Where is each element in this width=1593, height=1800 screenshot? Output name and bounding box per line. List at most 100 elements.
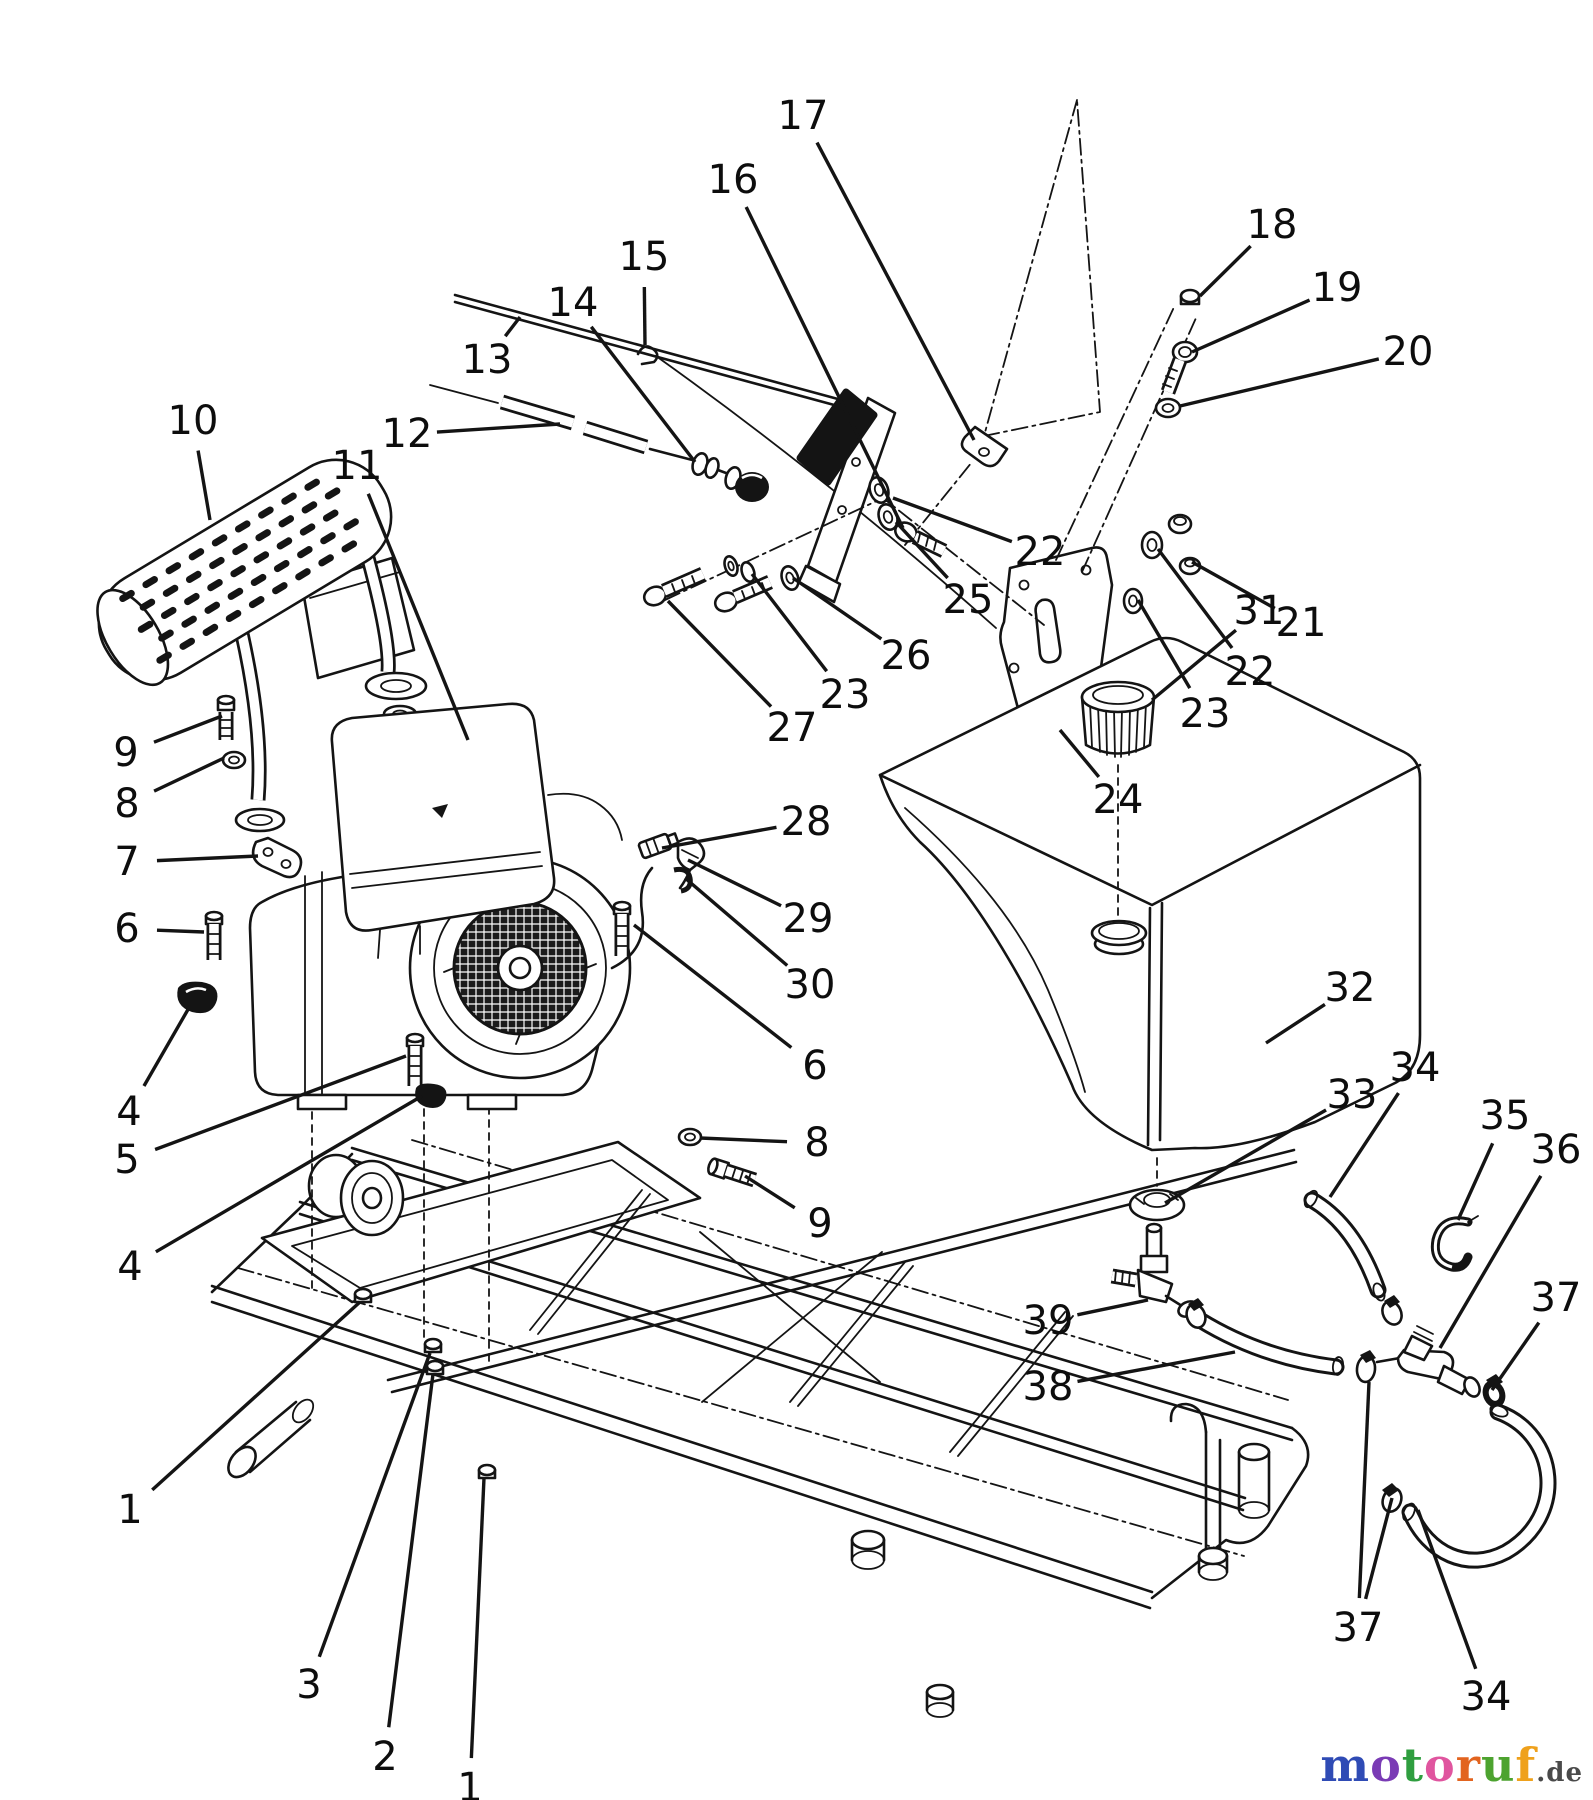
chassis-frame: [210, 1007, 1310, 1718]
washer: [723, 555, 739, 577]
throttle-controls: [429, 99, 1202, 729]
nut: [1179, 288, 1201, 306]
callout-leader: [792, 576, 883, 641]
callout-leader: [744, 206, 905, 529]
watermark-letter: o: [1370, 1738, 1402, 1792]
callout-label: 1: [457, 1765, 482, 1800]
callout-label: 20: [1383, 329, 1434, 375]
callout-label: 19: [1312, 265, 1363, 311]
callout-leader: [661, 825, 777, 850]
washer: [677, 1127, 703, 1147]
callout-leader: [750, 572, 829, 673]
callout-leader: [154, 1054, 407, 1152]
watermark-letter: f: [1515, 1738, 1537, 1792]
engine: [248, 702, 654, 1111]
fuel-tank: [878, 636, 1422, 1187]
bolt: [707, 1157, 758, 1188]
callout-leader: [1438, 1175, 1543, 1349]
callout-label: 8: [804, 1120, 829, 1166]
callout-leader: [153, 714, 223, 744]
callout-leader: [1490, 1321, 1541, 1391]
callout-label: 8: [114, 781, 139, 827]
watermark-letter: t: [1401, 1738, 1425, 1792]
washer: [1140, 530, 1164, 560]
callout-label: 26: [881, 633, 932, 679]
callout-leader: [436, 422, 561, 434]
grommet: [1128, 1188, 1186, 1222]
air-cleaner: [330, 702, 556, 932]
watermark: motoruf.de: [1320, 1738, 1583, 1792]
callout-leader: [1164, 1108, 1327, 1205]
callout-label: 23: [1180, 691, 1231, 737]
callout-leader: [687, 858, 782, 908]
callout-label: 18: [1247, 202, 1298, 248]
heat-shield-slots: [119, 478, 359, 664]
washer: [1122, 587, 1144, 615]
hose-clamp: [1185, 1298, 1207, 1329]
callout-label: 35: [1480, 1093, 1531, 1139]
callout-leader: [815, 141, 976, 441]
watermark-letter: o: [1424, 1738, 1456, 1792]
watermark-letter: m: [1320, 1738, 1371, 1792]
watermark-word: motoruf: [1320, 1738, 1536, 1792]
washer: [221, 750, 247, 770]
callout-label: 22: [1225, 649, 1276, 695]
bolt: [216, 694, 236, 740]
callout-leader: [683, 876, 789, 967]
choke-knob: [735, 472, 769, 502]
callout-label: 5: [114, 1137, 139, 1183]
fuel-cap: [1080, 680, 1156, 758]
clip: [673, 866, 693, 894]
callout-label: 36: [1531, 1127, 1582, 1173]
callout-label: 29: [783, 896, 834, 942]
y-fitting: [1396, 1325, 1481, 1398]
callout-leader: [503, 315, 522, 338]
callout-label: 34: [1390, 1045, 1441, 1091]
watermark-letter: u: [1480, 1738, 1516, 1792]
bolt: [642, 567, 706, 607]
callout-label: 7: [114, 839, 139, 885]
watermark-letter: r: [1455, 1738, 1481, 1792]
callout-label: 6: [114, 906, 139, 952]
callout-leader: [1456, 1142, 1495, 1221]
callout-label: 37: [1531, 1275, 1582, 1321]
bolt: [713, 575, 773, 613]
callout-leader: [744, 1174, 796, 1210]
callout-label: 12: [382, 411, 433, 457]
frame-nut: [423, 1337, 443, 1354]
callout-leader: [317, 1352, 432, 1658]
hose-clamp: [1355, 1350, 1377, 1384]
callout-leader: [1150, 628, 1238, 702]
callout-leader: [589, 325, 697, 464]
callout-label: 10: [168, 398, 219, 444]
callout-leader: [1416, 1509, 1478, 1670]
callout-label: 27: [767, 705, 818, 751]
callout-label: 21: [1276, 600, 1327, 646]
callout-label: 16: [708, 157, 759, 203]
bolt: [405, 1032, 425, 1086]
spring-clamp: [1430, 1215, 1479, 1272]
callout-leader: [1136, 599, 1192, 689]
callout-label: 15: [619, 234, 670, 280]
callout-label: 22: [1015, 529, 1066, 575]
rubber-cap: [415, 1083, 447, 1108]
control-pad: [796, 388, 878, 486]
callout-leader: [1191, 560, 1276, 610]
callout-label: 39: [1023, 1298, 1074, 1344]
callout-leader: [1265, 1003, 1326, 1045]
bolt: [1160, 340, 1199, 395]
callout-leader: [156, 854, 259, 863]
rubber-cap: [177, 981, 218, 1014]
callout-leader: [469, 1477, 486, 1759]
callout-label: 34: [1461, 1674, 1512, 1720]
callout-label: 4: [117, 1244, 142, 1290]
callout-leader: [1077, 1298, 1149, 1317]
spacer-washer: [780, 565, 800, 591]
callout-leader: [892, 496, 1013, 544]
callout-leader: [642, 286, 647, 346]
pipe-clamp: [251, 836, 303, 879]
washer: [740, 561, 756, 583]
callout-leader: [894, 520, 949, 580]
callout-leader: [196, 450, 212, 521]
